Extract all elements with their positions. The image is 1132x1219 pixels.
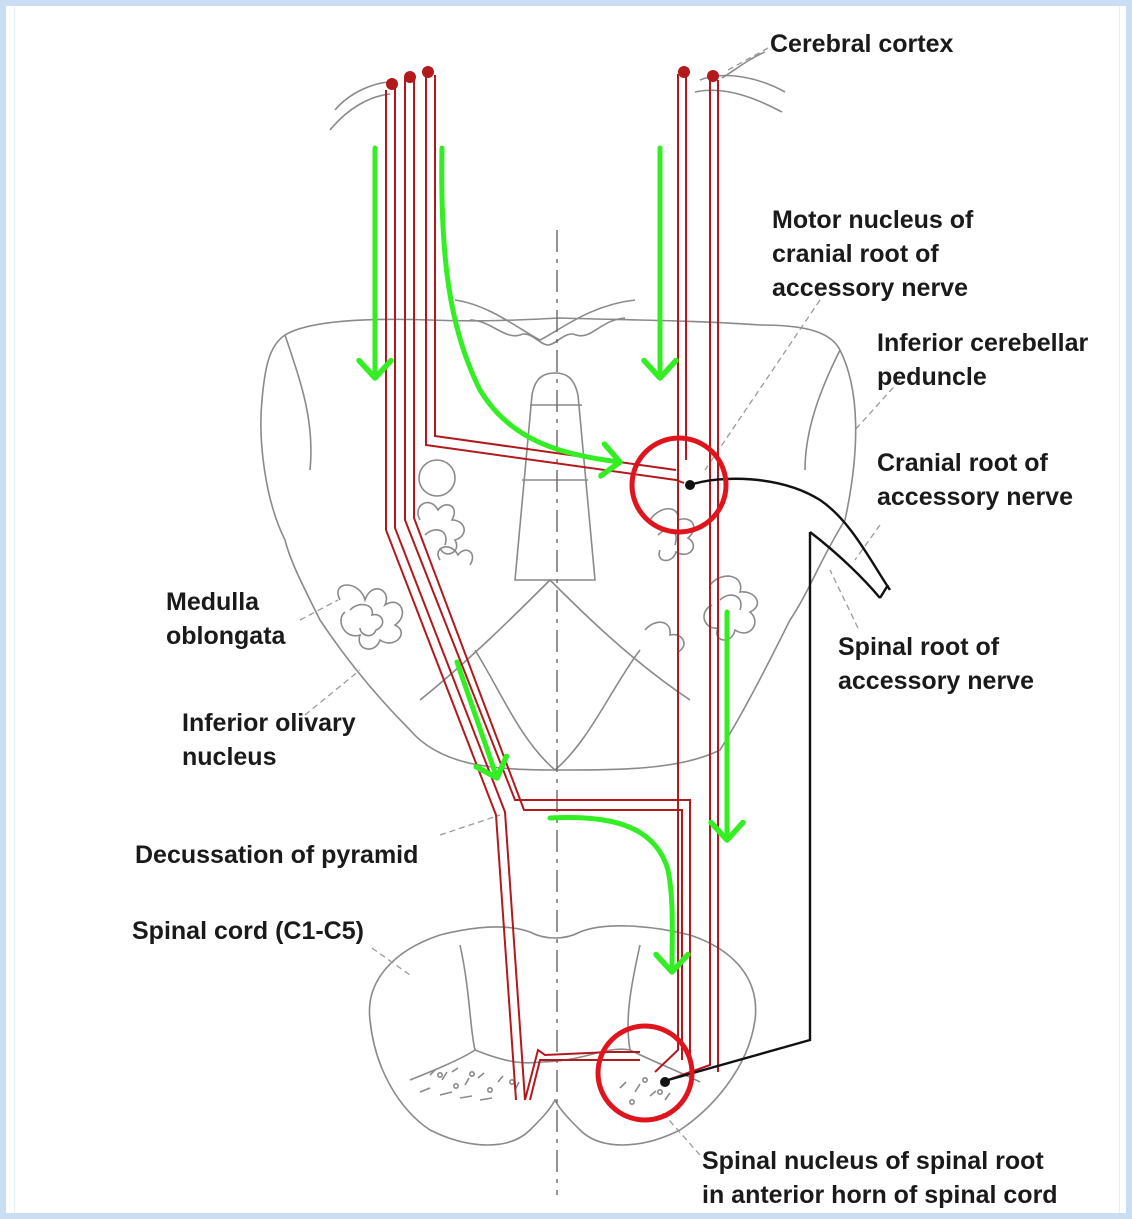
cerebral-cortex-outline xyxy=(330,52,785,130)
label-spinal-root: Spinal root of accessory nerve xyxy=(838,630,1034,698)
label-inferior-cerebellar-peduncle: Inferior cerebellar peduncle xyxy=(877,326,1088,394)
label-spinal-nucleus-line-1: Spinal nucleus of spinal root xyxy=(702,1144,1058,1178)
label-motor-nucleus: Motor nucleus of cranial root of accesso… xyxy=(772,203,973,305)
medulla-outline xyxy=(261,300,856,770)
label-ion-line-1: Inferior olivary xyxy=(182,706,356,740)
label-decussation-of-pyramid: Decussation of pyramid xyxy=(135,838,418,872)
label-medulla-line-2: oblongata xyxy=(166,619,285,653)
spinal-cord-outline xyxy=(369,926,755,1145)
label-spinal-root-line-1: Spinal root of xyxy=(838,630,1034,664)
spinal-nucleus-dot xyxy=(660,1077,670,1087)
label-spinal-cord: Spinal cord (C1-C5) xyxy=(132,914,364,948)
label-ion-line-2: nucleus xyxy=(182,740,356,774)
label-cerebral-cortex: Cerebral cortex xyxy=(770,27,953,61)
label-motor-nucleus-line-3: accessory nerve xyxy=(772,271,973,305)
corticobulbar-corticospinal-tracts xyxy=(386,74,718,1100)
label-medulla-oblongata: Medulla oblongata xyxy=(166,585,285,653)
arrow-curve-to-spinal-nucleus xyxy=(550,818,672,972)
label-inferior-olivary-nucleus: Inferior olivary nucleus xyxy=(182,706,356,774)
label-motor-nucleus-line-1: Motor nucleus of xyxy=(772,203,973,237)
label-cranial-root-line-2: accessory nerve xyxy=(877,480,1073,514)
label-medulla-line-1: Medulla xyxy=(166,585,285,619)
green-direction-arrows xyxy=(375,148,727,972)
label-icp-line-1: Inferior cerebellar xyxy=(877,326,1088,360)
label-cranial-root-line-1: Cranial root of xyxy=(877,446,1073,480)
label-cranial-root: Cranial root of accessory nerve xyxy=(877,446,1073,514)
accessory-nerve-roots xyxy=(668,479,890,1080)
label-spinal-root-line-2: accessory nerve xyxy=(838,664,1034,698)
cranial-nucleus-dot xyxy=(685,480,695,490)
label-spinal-nucleus-line-2: in anterior horn of spinal cord xyxy=(702,1178,1058,1212)
label-motor-nucleus-line-2: cranial root of xyxy=(772,237,973,271)
spinal-nucleus-highlight-circle xyxy=(598,1026,692,1120)
label-icp-line-2: peduncle xyxy=(877,360,1088,394)
label-spinal-nucleus: Spinal nucleus of spinal root in anterio… xyxy=(702,1144,1058,1212)
